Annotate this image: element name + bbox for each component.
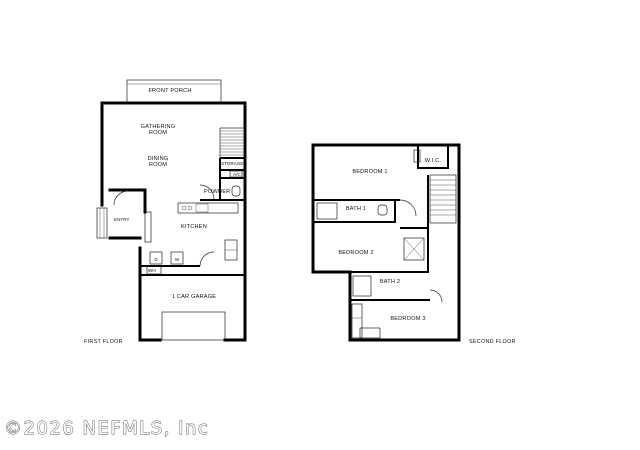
label-wic: W.I.C.: [425, 158, 442, 164]
first-floor-plan: FRONT PORCH GATHERING ROOM DINING ROOM S…: [84, 79, 247, 345]
label-entry: ENTRY: [114, 217, 130, 222]
wic-door: [413, 149, 421, 163]
label-bedroom-2: BEDROOM 2: [338, 250, 373, 256]
bath-1-toilet: [377, 204, 388, 216]
second-floor-plan: BEDROOM 1 W.I.C. BATH 1 BEDROOM 2 BATH 2…: [311, 143, 516, 345]
label-gathering-room-2: ROOM: [149, 130, 167, 136]
label-front-porch: FRONT PORCH: [148, 88, 191, 94]
second-floor-outer-walls: [311, 143, 461, 342]
second-floor-stairs: [429, 174, 457, 224]
copyright-watermark: ©2026 NEFMLS, Inc: [4, 418, 210, 440]
label-garage: 1 CAR GARAGE: [172, 294, 216, 300]
garage-walls: [138, 246, 247, 342]
second-floor-caption: SECOND FLOOR: [469, 339, 516, 345]
washer: [170, 251, 184, 265]
label-powder: POWDER: [204, 189, 230, 195]
label-gathering-room-1: GATHERING: [141, 124, 176, 130]
label-ac: A/C: [233, 172, 241, 177]
dryer: [149, 251, 163, 265]
garage-door: [161, 311, 226, 341]
ac-unit: [229, 170, 243, 178]
first-floor-stairs: [219, 127, 245, 159]
entry-window: [96, 207, 108, 239]
bedroom-2-closet: [403, 237, 425, 261]
label-dryer: D: [154, 257, 158, 262]
label-washer: W: [175, 257, 180, 262]
label-storage: STORAGE: [221, 161, 243, 166]
label-dining-room-1: DINING: [148, 156, 169, 162]
first-floor-main-walls: [100, 101, 247, 214]
bedroom-3-closet: [351, 303, 363, 339]
first-floor-caption: FIRST FLOOR: [84, 339, 123, 345]
label-bath-1: BATH 1: [346, 206, 366, 212]
label-kitchen: KITCHEN: [181, 224, 207, 230]
bath-2-tub: [352, 275, 372, 297]
label-bedroom-3: BEDROOM 3: [390, 316, 425, 322]
label-bath-2: BATH 2: [380, 279, 400, 285]
powder-toilet: [231, 185, 241, 197]
label-water-heater: WH: [148, 268, 156, 273]
bedroom-3-closet-door: [359, 327, 381, 339]
label-dining-room-2: ROOM: [149, 162, 167, 168]
bath-1-tub: [316, 202, 338, 220]
label-bedroom-1: BEDROOM 1: [352, 169, 387, 175]
kitchen-counters: [144, 202, 239, 261]
